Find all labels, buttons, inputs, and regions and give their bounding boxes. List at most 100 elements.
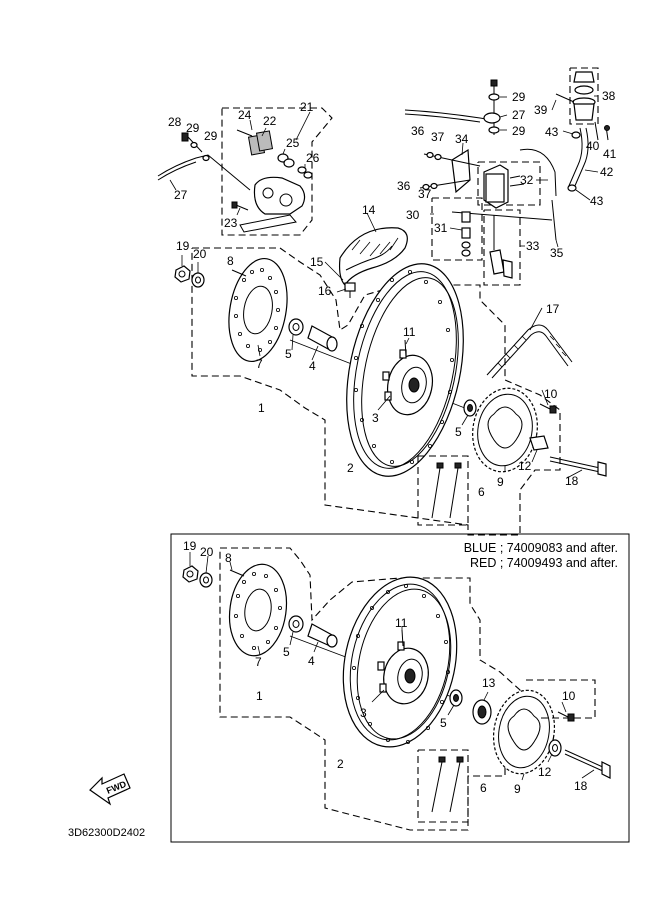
label-part: 18: [574, 779, 588, 793]
label-part: 29: [204, 129, 218, 143]
label-part: 43: [590, 194, 604, 208]
label-part: 31: [434, 221, 448, 235]
label-part: 29: [512, 90, 526, 104]
label-part: 39: [534, 103, 548, 117]
lower-hub-bolt: [401, 629, 404, 647]
wheel-assembly-outline: [191, 247, 561, 536]
label-part: 27: [174, 188, 188, 202]
label-part: 40: [586, 139, 600, 153]
label-part: 37: [431, 130, 445, 144]
lower-rear-sprocket: [492, 689, 556, 775]
diagram-code: 3D62300D2402: [68, 827, 145, 839]
upper-part-labels: 1 2 3 4 5 5 6 7 8 9 10 11 12 14 15 16 17…: [168, 89, 617, 499]
spacer-collar: [307, 325, 338, 352]
label-part: 12: [538, 765, 552, 779]
lower-disc-bolt: [229, 569, 245, 577]
label-part: 27: [512, 108, 526, 122]
label-part: 5: [440, 716, 447, 730]
label-part: 32: [520, 173, 534, 187]
label-part: 11: [395, 616, 408, 630]
label-part: 2: [347, 461, 354, 475]
brake-disc: [228, 257, 288, 363]
master-cylinder-group: [404, 67, 610, 286]
label-part: 2: [337, 757, 344, 771]
forward-arrow-icon: FWD: [89, 773, 131, 806]
label-part: 1: [256, 689, 263, 703]
label-part: 29: [512, 124, 526, 138]
label-part: 35: [550, 246, 564, 260]
lower-part-labels: 1 2 3 4 5 5 6 7 8 9 10 11 12 13 18 19 20: [183, 539, 588, 796]
label-part: 25: [286, 136, 300, 150]
label-part: 1: [258, 401, 265, 415]
union-bolt: [181, 132, 210, 162]
label-part: 34: [455, 132, 469, 146]
lower-assembly: [170, 533, 630, 843]
pad-pin: [236, 129, 253, 137]
bearing-right: [463, 399, 477, 417]
lower-spoke-group-outline: [417, 749, 469, 823]
label-part: 13: [482, 676, 496, 690]
label-part: 4: [309, 359, 316, 373]
spoke-group-outline: [417, 455, 469, 526]
lower-brake-disc: [228, 563, 288, 657]
label-part: 37: [418, 187, 432, 201]
axle-nut: [174, 265, 191, 283]
label-part: 20: [200, 545, 214, 559]
note-blue: BLUE ; 74009083 and after.: [464, 541, 618, 555]
upper-leaders: [169, 95, 599, 479]
label-part: 30: [406, 208, 420, 222]
drive-chain: [486, 324, 573, 379]
lower-spoke-bolts: [431, 756, 464, 813]
label-part: 43: [545, 125, 559, 139]
label-part: 15: [310, 255, 324, 269]
tire-and-tube: [338, 227, 408, 298]
label-part: 19: [183, 539, 197, 553]
hub-bolt: [404, 339, 407, 357]
label-part: 14: [362, 203, 376, 217]
label-part: 16: [318, 284, 332, 298]
brake-pads: [247, 130, 274, 156]
label-part: 29: [186, 121, 200, 135]
label-part: 18: [565, 474, 579, 488]
label-part: 24: [238, 108, 252, 122]
label-part: 9: [514, 782, 521, 796]
label-part: 12: [518, 459, 532, 473]
caliper-bolt: [231, 201, 249, 211]
label-part: 3: [360, 706, 367, 720]
lower-wheel-assembly-outline: [219, 547, 521, 831]
label-part: 28: [168, 115, 182, 129]
label-part: 7: [256, 357, 263, 371]
wheel-hub: [382, 349, 434, 416]
label-part: 5: [285, 347, 292, 361]
variant-frame: [170, 533, 630, 843]
label-part: 8: [227, 254, 234, 268]
caliper-group-outline: [221, 107, 333, 236]
sprocket-bolt: [539, 403, 557, 414]
label-part: 36: [411, 124, 425, 138]
label-part: 10: [544, 387, 558, 401]
label-part: 5: [283, 645, 290, 659]
spoke-bolts: [431, 462, 462, 519]
caliper-seals: [277, 153, 313, 179]
lower-axle-collar: [548, 739, 562, 757]
label-part: 36: [397, 179, 411, 193]
label-part: 20: [193, 247, 207, 261]
label-part: 4: [308, 654, 315, 668]
label-part: 33: [526, 239, 540, 253]
label-part: 22: [263, 114, 277, 128]
label-part: 38: [602, 89, 616, 103]
label-part: 26: [306, 151, 320, 165]
lower-bearing-right: [449, 689, 463, 707]
axle-collar: [529, 435, 549, 451]
bearing-left: [288, 318, 304, 336]
label-part: 17: [546, 302, 560, 316]
label-part: 7: [255, 655, 262, 669]
label-part: 19: [176, 239, 190, 253]
lower-spacer-collar: [307, 623, 338, 648]
label-part: 3: [372, 411, 379, 425]
upper-assembly: [157, 67, 610, 536]
lower-bearing-left: [288, 615, 304, 633]
lower-rear-axle: [564, 749, 611, 779]
label-part: 9: [497, 475, 504, 489]
